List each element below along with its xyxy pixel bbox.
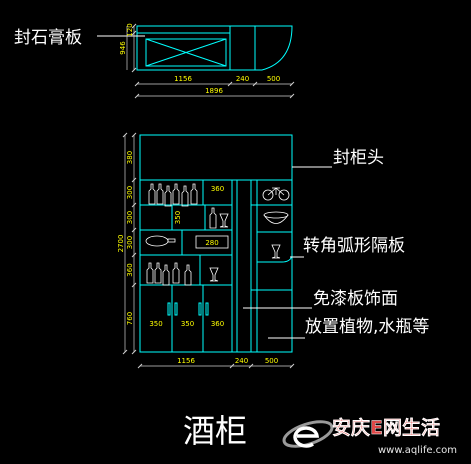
height-tick-4 [131, 227, 137, 233]
bottle-r1-6 [190, 183, 198, 205]
door-dim-3: 360 [211, 320, 224, 328]
elevation-width-tick-3 [248, 363, 254, 369]
watermark-url: www.aqlife.com [378, 445, 457, 456]
height-tick-1 [131, 132, 137, 138]
bicycle-frame [267, 187, 285, 196]
plan-depth-dim-1: 120 [126, 23, 134, 36]
plan-cabinet-outline [136, 25, 256, 71]
label-cabinet-head: 封柜头 [333, 148, 384, 168]
elevation-width-dim-2: 240 [235, 357, 248, 365]
plan-width-dim-2: 240 [236, 75, 249, 83]
bottle-r1-3 [164, 185, 172, 207]
fruit-bowl [263, 211, 289, 224]
bicycle-wheel-right [278, 189, 290, 201]
door-handle-2 [174, 302, 178, 316]
glass-r2-1 [219, 213, 229, 228]
label-panel-finish: 免漆板饰面 [313, 289, 398, 309]
height-dim-2: 300 [126, 186, 134, 199]
height-tick-3 [131, 202, 137, 208]
mid-cell-dim: 350 [174, 211, 182, 224]
plan-depth-tick-2 [131, 30, 137, 36]
height-tick-5 [131, 252, 137, 258]
bicycle-ornament [262, 187, 290, 201]
plan-width-tick-3 [252, 81, 258, 87]
bottle-r4-3 [162, 264, 170, 286]
door-dim-1: 350 [149, 320, 162, 328]
bottle-r4-2 [154, 262, 162, 284]
bottle-r1-1 [148, 183, 156, 205]
bottle-r2-1 [209, 207, 217, 229]
top-cell-dim: 360 [211, 185, 224, 193]
elevation-width-tick-2 [229, 363, 235, 369]
height-dim-1: 380 [126, 151, 134, 164]
door-handle-3 [198, 302, 202, 316]
bottle-rack-box [195, 235, 229, 249]
watermark-e-mark [293, 426, 320, 448]
plan-total-width: 1896 [205, 87, 223, 95]
bicycle-wheel-left [262, 189, 274, 201]
low-cell-dim: 280 [205, 239, 218, 247]
lying-bottle-body [145, 235, 169, 247]
plan-width-tick-2 [227, 81, 233, 87]
plan-corner-arc [255, 25, 293, 71]
bottle-r1-5 [181, 185, 189, 207]
bowl-rim [263, 211, 289, 219]
glass-r4-1 [209, 267, 219, 282]
door-handle-4 [205, 302, 209, 316]
plan-cross-b [145, 38, 227, 67]
height-tick-6 [131, 282, 137, 288]
bottle-r1-2 [156, 183, 164, 205]
plan-width-dim-1: 1156 [174, 75, 192, 83]
plan-width-dim-3: 500 [267, 75, 280, 83]
lying-bottle [145, 235, 176, 247]
lying-bottle-neck [167, 238, 176, 243]
height-dim-6: 760 [126, 312, 134, 325]
elevation-view: 360 350 280 350 350 360 380 300 300 300 … [117, 132, 429, 369]
plan-view: 封石膏板 120 946 1156 240 500 1896 [14, 23, 295, 99]
elevation-width-dim-3: 500 [265, 357, 278, 365]
plan-depth-dim-2: 946 [119, 41, 127, 55]
plan-width-tick-4 [289, 81, 295, 87]
elevation-width-tick-1 [137, 363, 143, 369]
elevation-outline [139, 134, 293, 353]
height-tick-2 [131, 177, 137, 183]
elevation-width-dim-1: 1156 [177, 357, 195, 365]
label-curved-shelf: 转角弧形隔板 [303, 236, 405, 256]
plan-total-tick-2 [289, 93, 295, 99]
bottle-r4-4 [172, 262, 180, 284]
door-handle-1 [167, 302, 171, 316]
plan-label-gypsum: 封石膏板 [14, 27, 82, 48]
bottle-r4-1 [146, 262, 154, 284]
plan-total-tick-1 [134, 93, 140, 99]
drawing-title: 酒柜 [183, 412, 247, 450]
height-dim-3: 300 [126, 211, 134, 224]
bottle-r4-5 [184, 264, 192, 286]
plan-depth-tick-3 [131, 67, 137, 73]
elevation-width-tick-4 [289, 363, 295, 369]
bowl-body [263, 214, 289, 224]
plan-depth-tick-1 [131, 23, 137, 29]
glass-right [271, 244, 281, 259]
label-display-note: 放置植物,水瓶等 [305, 317, 429, 337]
plan-gypsum-box [145, 38, 227, 67]
height-tick-7 [131, 349, 137, 355]
height-dim-5: 360 [126, 263, 134, 276]
watermark-brand: 安庆E网生活 [332, 416, 440, 439]
total-height-tick-2 [122, 349, 128, 355]
watermark-logo: 安庆E网生活 www.aqlife.com [282, 416, 457, 456]
door-dim-2: 350 [181, 320, 194, 328]
height-dim-4: 300 [126, 236, 134, 249]
plan-width-tick-1 [134, 81, 140, 87]
total-height-tick-1 [122, 132, 128, 138]
total-height-dim: 2700 [117, 235, 125, 253]
bottle-r1-4 [172, 183, 180, 205]
